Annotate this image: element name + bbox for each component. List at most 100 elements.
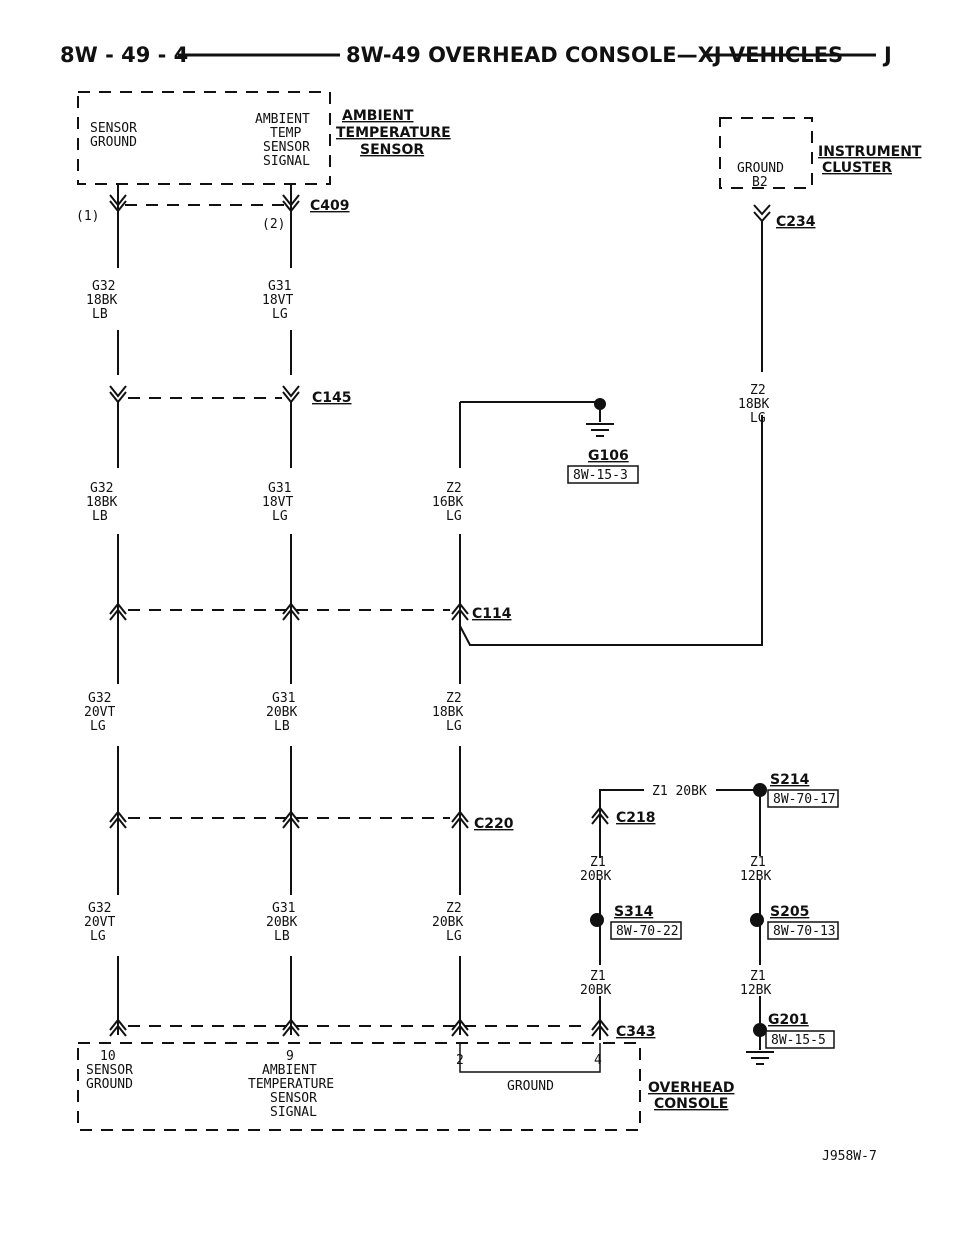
ground-g201-ref: 8W-15-5: [771, 1033, 826, 1048]
wire-label: 12BK: [740, 869, 771, 884]
wire-label: Z1: [750, 855, 766, 870]
connector-c409: C409 (1) (2): [76, 194, 350, 232]
wire-label: 20VT: [84, 705, 115, 720]
wire-label: G31: [272, 901, 295, 916]
connector-c145: C145: [109, 385, 352, 406]
ambient-sensor-component: SENSOR GROUND AMBIENT TEMP SENSOR SIGNAL…: [77, 91, 451, 185]
wire-label: 20BK: [432, 915, 463, 930]
console-pin10-line1: SENSOR: [86, 1063, 133, 1078]
page-number: 8W - 49 - 4: [60, 43, 188, 67]
wire-label: Z1: [590, 855, 606, 870]
console-name-line1: OVERHEAD: [648, 1080, 734, 1096]
wire-label: Z2: [446, 901, 462, 916]
wire-label: G32: [90, 481, 113, 496]
splice-s205: S205 8W-70-13: [750, 880, 839, 965]
wire-label: Z2: [750, 383, 766, 398]
console-pin10-line2: GROUND: [86, 1077, 133, 1092]
wire-label: G32: [92, 279, 115, 294]
splice-s214-ref: 8W-70-17: [773, 792, 836, 807]
connector-c409-label: C409: [310, 198, 350, 214]
splice-s314: S314 8W-70-22: [590, 880, 682, 965]
splice-s205-label: S205: [770, 904, 809, 920]
sensor-name-line3: SENSOR: [360, 142, 424, 158]
connector-c145-label: C145: [312, 390, 352, 406]
splice-s314-ref: 8W-70-22: [616, 924, 679, 939]
sensor-pin1-number: (1): [76, 209, 99, 224]
wire-label: LG: [446, 509, 462, 524]
connector-c234-label: C234: [776, 214, 816, 230]
wire-label: 18VT: [262, 293, 293, 308]
splice-s205-ref: 8W-70-13: [773, 924, 836, 939]
connector-c234: C234: [753, 204, 816, 230]
wire-label: LB: [92, 509, 108, 524]
sensor-pin2-line2: TEMP: [270, 126, 301, 141]
wire-label: Z1: [590, 969, 606, 984]
wire-label: LG: [446, 929, 462, 944]
wire-label: 18BK: [86, 293, 117, 308]
wire-z1-20bk-horizontal: Z1 20BK: [652, 784, 707, 799]
sensor-pin2-line3: SENSOR: [263, 140, 310, 155]
splice-s314-label: S314: [614, 904, 654, 920]
connector-c220-label: C220: [474, 816, 514, 832]
wire-label: Z1: [750, 969, 766, 984]
wire-label: 20BK: [266, 705, 297, 720]
ground-g106-label: G106: [588, 448, 629, 464]
wire-label: LG: [90, 719, 106, 734]
wire-label: 18BK: [86, 495, 117, 510]
console-pin10-number: 10: [100, 1049, 116, 1064]
console-pin9-number: 9: [286, 1049, 294, 1064]
wire-label: LB: [274, 929, 290, 944]
console-pin2-number: 2: [456, 1053, 464, 1068]
console-pin4-number: 4: [594, 1053, 602, 1068]
connector-c343-label: C343: [616, 1024, 656, 1040]
sensor-name-line2: TEMPERATURE: [336, 125, 451, 141]
wire-labels: G32 18BK LB G31 18VT LG G32 18BK LB G31 …: [84, 279, 771, 998]
wire-label: G32: [88, 691, 111, 706]
sensor-pin2-line4: SIGNAL: [263, 154, 310, 169]
overhead-console-component: 10 SENSOR GROUND 9 AMBIENT TEMPERATURE S…: [77, 1042, 734, 1131]
console-pin9-line1: AMBIENT: [262, 1063, 317, 1078]
console-ground-label: GROUND: [507, 1079, 554, 1094]
section-letter: J: [882, 43, 892, 67]
sensor-pin2-number: (2): [262, 217, 285, 232]
sensor-pin2-line1: AMBIENT: [255, 112, 310, 127]
wire-label: LG: [272, 307, 288, 322]
figure-id: J958W-7: [822, 1149, 877, 1164]
wire-label: 20BK: [580, 869, 611, 884]
console-pin9-line4: SIGNAL: [270, 1105, 317, 1120]
connector-c218-label: C218: [616, 810, 656, 826]
wire-label: G31: [272, 691, 295, 706]
ground-g106-ref: 8W-15-3: [573, 468, 628, 483]
cluster-pin-line2: B2: [752, 175, 768, 190]
connector-c343: C343: [109, 996, 656, 1040]
connector-c218: Z1 20BK C218: [591, 784, 756, 858]
wire-label: 18VT: [262, 495, 293, 510]
wire-label: 20BK: [266, 915, 297, 930]
wire-label: LG: [272, 509, 288, 524]
wire-label: LB: [274, 719, 290, 734]
wire-label: LG: [90, 929, 106, 944]
connector-c114-label: C114: [472, 606, 512, 622]
splice-s214-label: S214: [770, 772, 810, 788]
wire-label: G31: [268, 481, 291, 496]
wire-label: 12BK: [740, 983, 771, 998]
wire-label: 18BK: [738, 397, 769, 412]
wire-label: LG: [750, 411, 766, 426]
wire-label: G31: [268, 279, 291, 294]
wire-label: Z2: [446, 691, 462, 706]
console-name-line2: CONSOLE: [654, 1096, 728, 1112]
wire-label: 20VT: [84, 915, 115, 930]
connector-c220: C220: [109, 810, 514, 832]
wire-label: 18BK: [432, 705, 463, 720]
connector-c114: C114: [109, 602, 512, 622]
wire-label: LG: [446, 719, 462, 734]
instrument-cluster-component: GROUND B2 INSTRUMENT CLUSTER: [719, 117, 922, 190]
ground-g201: G201 8W-15-5: [746, 996, 835, 1065]
wire-label: 20BK: [580, 983, 611, 998]
page-header: 8W - 49 - 4 8W-49 OVERHEAD CONSOLE—XJ VE…: [60, 43, 892, 67]
ground-g106: G106 8W-15-3: [567, 398, 639, 484]
wire-column-z2: [459, 221, 763, 1035]
sensor-pin1-line1: SENSOR: [90, 121, 137, 136]
console-pin9-line3: SENSOR: [270, 1091, 317, 1106]
